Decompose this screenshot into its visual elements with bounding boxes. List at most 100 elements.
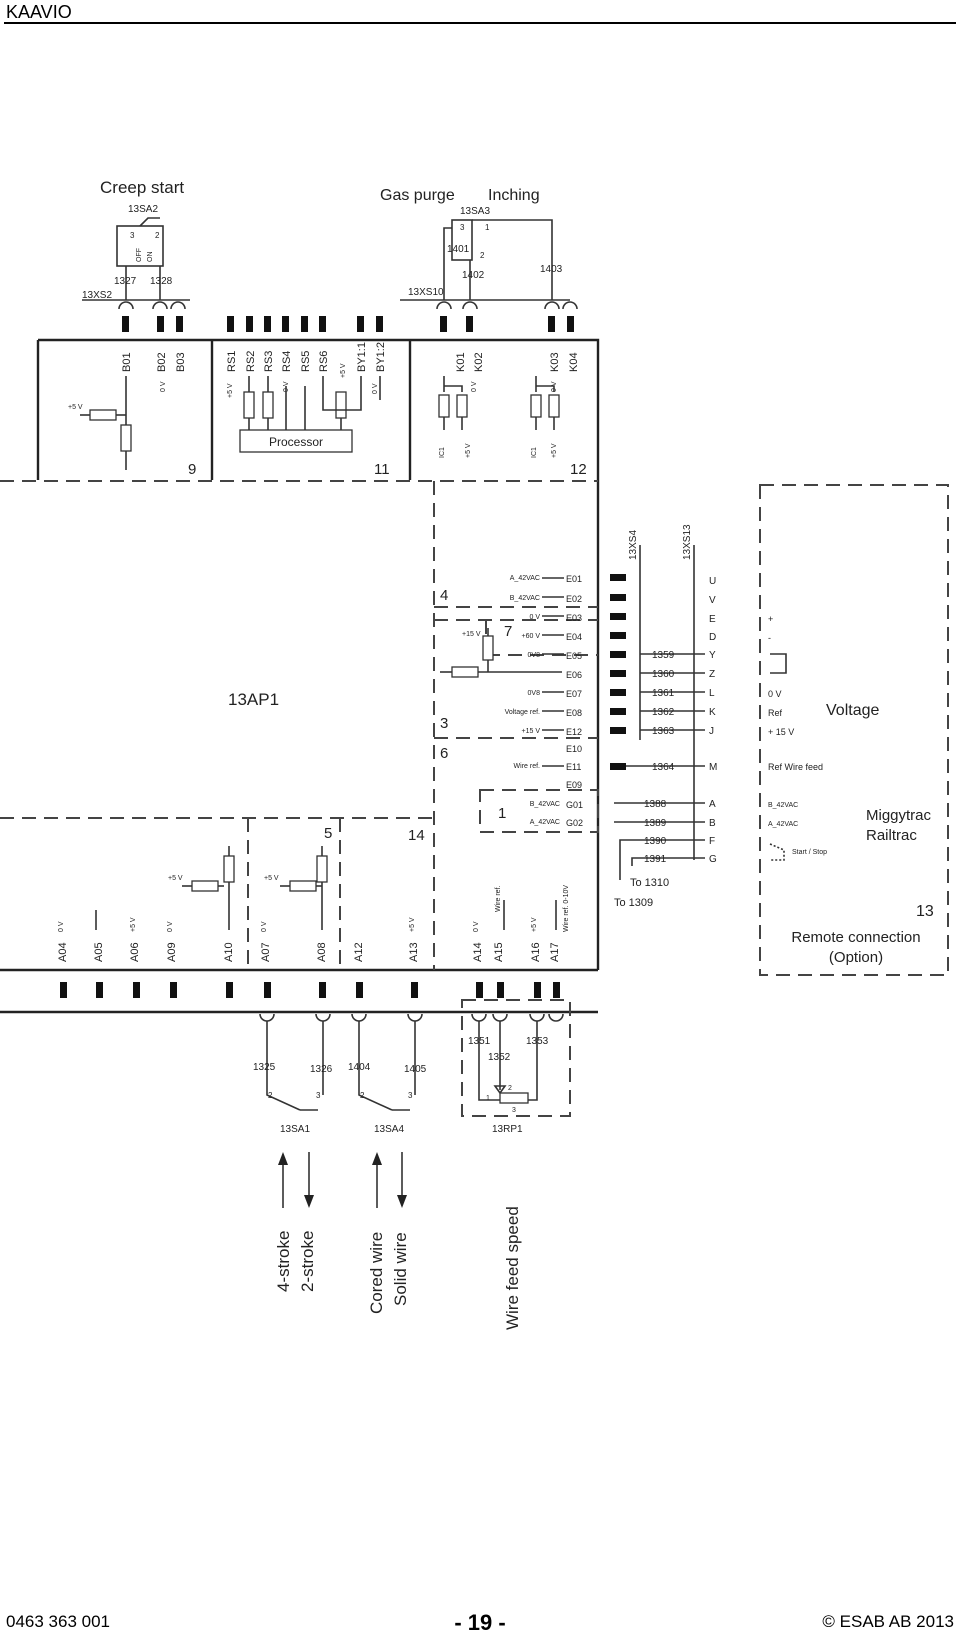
volt-a16: +5 V: [531, 917, 538, 932]
volt-b02: 0 V: [160, 381, 167, 392]
pin-b02: [157, 316, 164, 332]
cup-b01: [118, 301, 134, 310]
pin-rs3: [264, 316, 271, 332]
switch-13sa2-lever: [139, 217, 160, 227]
switch-13sa3-label: 13SA3: [460, 206, 490, 217]
sig-e04: +60 V: [522, 633, 541, 640]
sa1-pin2: 2: [268, 1091, 273, 1100]
wire-1404-label: 1404: [348, 1062, 371, 1073]
dash-block1: [479, 789, 599, 833]
gas-purge-label: Gas purge: [380, 187, 455, 204]
wire-1328-label: 1328: [150, 276, 173, 287]
volt-a06: +5 V: [130, 917, 137, 932]
volt-rs6: +5 V: [340, 363, 347, 378]
wire-1351-label: 1351: [468, 1036, 491, 1047]
top-pin-row: [122, 316, 574, 332]
pin-name-e07: E07: [566, 689, 582, 699]
cored-wire-label: Cored wire: [367, 1232, 386, 1314]
top-pin-names: B01 B02 B03 RS1 RS2 RS3 RS4 RS5 RS6 BY1:…: [121, 342, 580, 372]
block7-15v: +15 V: [462, 631, 481, 638]
pin-k04: [567, 316, 574, 332]
pin-rs5: [301, 316, 308, 332]
label-k04: K04: [568, 352, 580, 372]
xs13-m: M: [709, 762, 717, 773]
volt-rs1: +5 V: [227, 383, 234, 398]
volt-a07: 0 V: [261, 921, 268, 932]
xs13-l: L: [709, 688, 715, 699]
wire-1361-label: 1361: [652, 688, 675, 699]
xs13-y: Y: [709, 650, 716, 661]
remote-start-stop-link: [769, 843, 785, 861]
top-connector-cups: [118, 301, 578, 310]
remote-ref-wire-feed: Ref Wire feed: [768, 762, 823, 772]
label-a15: A15: [493, 942, 505, 962]
wire-1389-label: 1389: [644, 818, 667, 829]
e-signal-rows: A_42VAC E01 B_42VAC E02 0 V E03 +60 V E0…: [505, 574, 583, 828]
block9-circuit: [80, 376, 132, 470]
block-6-label: 6: [440, 745, 448, 762]
wire-1364-label: 1364: [652, 762, 675, 773]
footer-page-number: - 19 -: [454, 1610, 506, 1635]
pin-b03: [176, 316, 183, 332]
wire-1325-label: 1325: [253, 1062, 276, 1073]
pin-name-g01: G01: [566, 800, 583, 810]
volt-k02: 0 V: [471, 381, 478, 392]
label-k02: K02: [473, 352, 485, 372]
resistor-a08-v: [316, 855, 328, 883]
pot-pin3: 3: [512, 1107, 516, 1114]
inching-label: Inching: [488, 187, 540, 204]
wire-1405-label: 1405: [404, 1064, 427, 1075]
conn-13xs2-label: 13XS2: [82, 290, 112, 301]
switch-13sa4-label: 13SA4: [374, 1124, 404, 1135]
sig-e07: 0V8: [528, 690, 541, 697]
header-rule: [4, 22, 956, 24]
resistor-a08-h: [289, 880, 317, 892]
on-label: ON: [147, 252, 154, 263]
remote-pin-labels: + - 0 V Ref + 15 V Ref Wire feed B_42VAC…: [768, 614, 827, 856]
block-3-label: 3: [440, 715, 448, 732]
wire-1391-label: 1391: [644, 854, 667, 865]
pin-name-e09: E09: [566, 780, 582, 790]
pin-name-e02: E02: [566, 594, 582, 604]
pot-13rp1-wiring: [478, 1021, 538, 1104]
xs13-pin-letters: U V E D Y Z L K J M A B F G: [709, 576, 717, 865]
sig-e02: B_42VAC: [510, 595, 540, 602]
cup-k01: [436, 301, 452, 310]
label-k03: K03: [549, 352, 561, 372]
label-a17: A17: [549, 942, 561, 962]
board-outline-top-right: [38, 338, 600, 970]
xs13-j: J: [709, 726, 714, 737]
to-1310-label: To 1310: [630, 877, 669, 889]
pin-name-g02: G02: [566, 818, 583, 828]
pin-rs4: [282, 316, 289, 332]
sig-e11: Wire ref.: [514, 763, 541, 770]
xs13-v: V: [709, 595, 716, 606]
to-1309-label: To 1309: [614, 897, 653, 909]
volt-5v-k04: +5 V: [551, 443, 558, 458]
remote-connection-label: Remote connection: [791, 929, 920, 946]
label-rs1: RS1: [226, 351, 238, 372]
sig-e08: Voltage ref.: [505, 709, 540, 716]
volt-5v-k02: +5 V: [465, 443, 472, 458]
sa4-pin3: 3: [408, 1091, 413, 1100]
wire-1402-label: 1402: [462, 270, 485, 281]
pin-b01: [122, 316, 129, 332]
wire-1326-label: 1326: [310, 1064, 333, 1075]
sa2-pin3: 3: [130, 231, 135, 240]
xs13-b: B: [709, 818, 716, 829]
volt-a13: +5 V: [409, 917, 416, 932]
label-a07: A07: [260, 942, 272, 962]
pin-name-e01: E01: [566, 574, 582, 584]
sig-e01: A_42VAC: [510, 575, 540, 582]
volt-a09: 0 V: [167, 921, 174, 932]
sig-e03: 0 V: [529, 614, 540, 621]
block7-circuit: [440, 628, 562, 678]
sig-g02: A_42VAC: [530, 819, 560, 826]
switch-13sa2-label: 13SA2: [128, 204, 158, 215]
resistor-block9-h: [89, 409, 117, 421]
label-by12: BY1:2: [375, 342, 387, 372]
label-b02: B02: [156, 352, 168, 372]
wire-1390-label: 1390: [644, 836, 667, 847]
cup-b02: [152, 301, 168, 310]
footer-doc-number: 0463 363 001: [6, 1612, 110, 1631]
